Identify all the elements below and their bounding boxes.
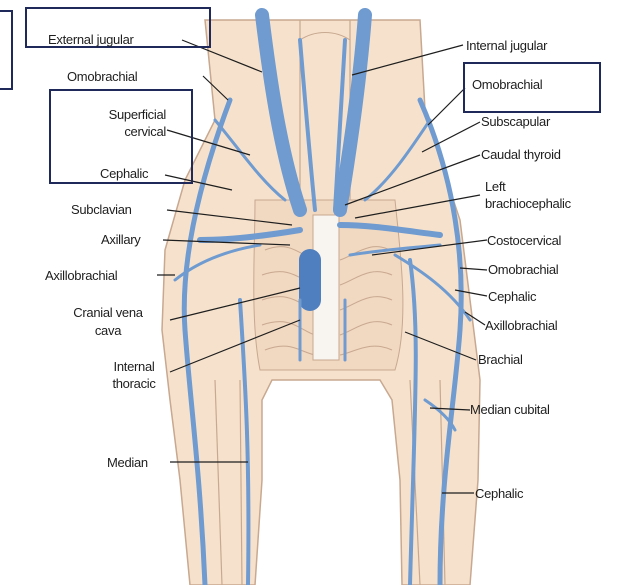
highlight-box-left-edge [0, 10, 13, 90]
label-cranial-vena-cava-2: cava [46, 323, 170, 339]
label-cranial-vena-cava-1: Cranial vena [46, 305, 170, 321]
label-costocervical: Costocervical [487, 233, 561, 249]
label-median-cubital: Median cubital [470, 402, 550, 418]
label-cephalic-left: Cephalic [100, 166, 148, 182]
label-internal-thoracic-2: thoracic [96, 376, 172, 392]
label-internal-thoracic-1: Internal [96, 359, 172, 375]
label-axillary: Axillary [101, 232, 141, 248]
label-superficial-cervical-1: Superficial [60, 107, 166, 123]
label-axillobrachial-left: Axillobrachial [45, 268, 117, 284]
label-cephalic-right-upper: Cephalic [488, 289, 536, 305]
label-omobrachial-left: Omobrachial [67, 69, 137, 85]
label-subclavian: Subclavian [71, 202, 132, 218]
label-left-brachiocephalic-2: brachiocephalic [485, 196, 571, 212]
label-omobrachial-right: Omobrachial [472, 77, 542, 93]
label-external-jugular: External jugular [48, 32, 134, 48]
label-caudal-thyroid: Caudal thyroid [481, 147, 561, 163]
label-cephalic-right-lower: Cephalic [475, 486, 523, 502]
label-brachial: Brachial [478, 352, 523, 368]
label-left-brachiocephalic-1: Left [485, 179, 505, 195]
label-internal-jugular: Internal jugular [466, 38, 547, 54]
label-omobrachial-right-lower: Omobrachial [488, 262, 558, 278]
label-superficial-cervical-2: cervical [60, 124, 166, 140]
label-subscapular: Subscapular [481, 114, 550, 130]
label-axillobrachial-right: Axillobrachial [485, 318, 557, 334]
label-median: Median [107, 455, 148, 471]
